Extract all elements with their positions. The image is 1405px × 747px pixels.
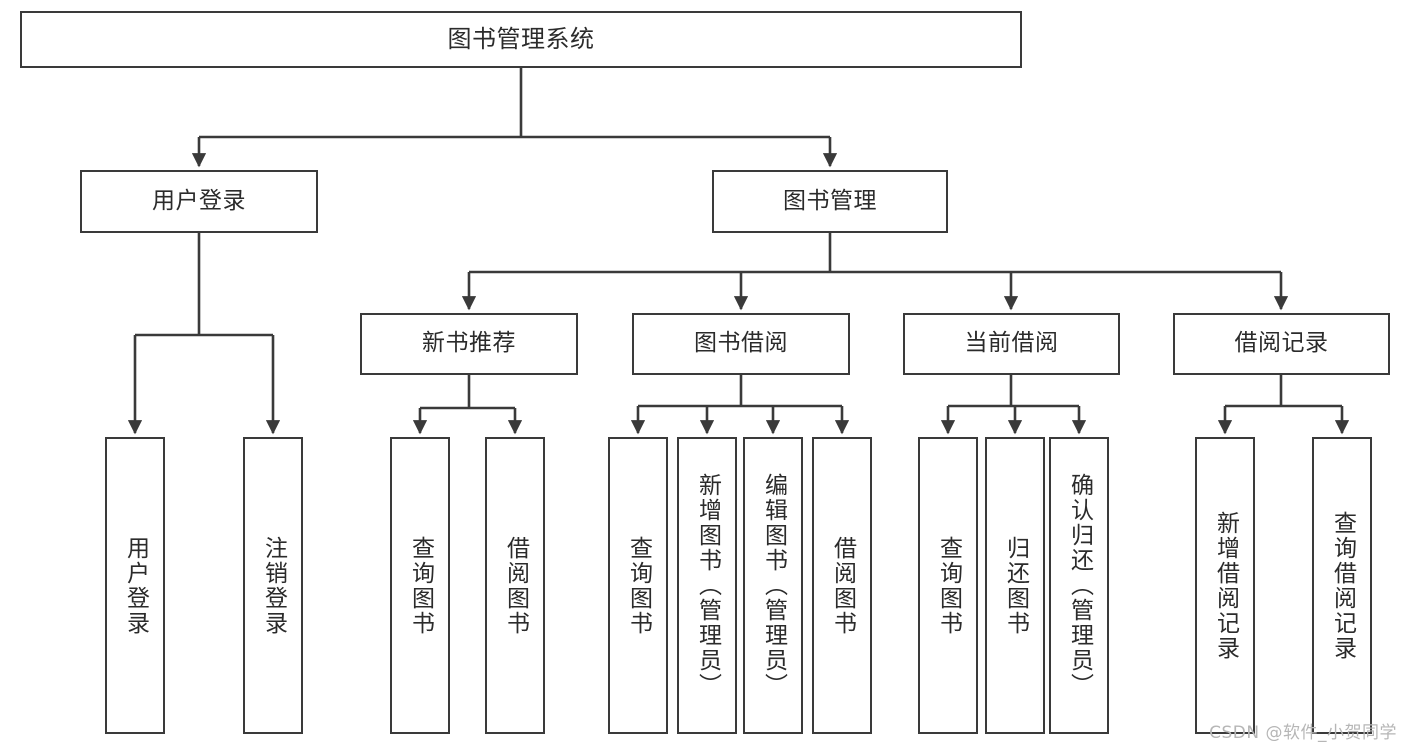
node-label: 归还图书 xyxy=(1002,535,1029,636)
node-label: 新增借阅记录 xyxy=(1212,510,1239,661)
leaf-query-borrow-record[interactable]: 查询借阅记录 xyxy=(1312,437,1372,734)
node-label: 新书推荐 xyxy=(422,330,516,357)
leaf-add-book-admin[interactable]: 新增图书（管理员） xyxy=(677,437,737,734)
node-borrow-record[interactable]: 借阅记录 xyxy=(1173,313,1390,375)
node-label: 图书借阅 xyxy=(694,330,788,357)
node-label: 图书管理 xyxy=(783,187,877,214)
node-label: 借阅图书 xyxy=(502,535,529,636)
node-label: 新增图书（管理员） xyxy=(694,473,721,698)
watermark: CSDN @软件_小贺同学 xyxy=(1209,723,1397,743)
leaf-user-login[interactable]: 用户登录 xyxy=(105,437,165,734)
node-label: 查询图书 xyxy=(935,535,962,636)
leaf-edit-book-admin[interactable]: 编辑图书（管理员） xyxy=(743,437,803,734)
leaf-confirm-return-admin[interactable]: 确认归还（管理员） xyxy=(1049,437,1109,734)
node-label: 图书管理系统 xyxy=(447,25,595,54)
node-label: 借阅记录 xyxy=(1234,330,1329,357)
leaf-borrow-book-recommendation[interactable]: 借阅图书 xyxy=(485,437,545,734)
leaf-logout[interactable]: 注销登录 xyxy=(243,437,303,734)
node-label: 用户登录 xyxy=(122,535,149,636)
leaf-add-borrow-record[interactable]: 新增借阅记录 xyxy=(1195,437,1255,734)
leaf-query-book-recommendation[interactable]: 查询图书 xyxy=(390,437,450,734)
leaf-query-book-borrow[interactable]: 查询图书 xyxy=(608,437,668,734)
node-user-login[interactable]: 用户登录 xyxy=(80,170,318,233)
leaf-query-book-current[interactable]: 查询图书 xyxy=(918,437,978,734)
node-book-borrow[interactable]: 图书借阅 xyxy=(632,313,850,375)
node-label: 用户登录 xyxy=(152,187,246,214)
leaf-borrow-book[interactable]: 借阅图书 xyxy=(812,437,872,734)
node-book-management[interactable]: 图书管理 xyxy=(712,170,948,233)
node-current-borrow[interactable]: 当前借阅 xyxy=(903,313,1120,375)
node-book-management-system[interactable]: 图书管理系统 xyxy=(20,11,1022,68)
node-label: 注销登录 xyxy=(260,535,287,636)
node-label: 查询图书 xyxy=(625,535,652,636)
node-label: 编辑图书（管理员） xyxy=(760,473,787,698)
node-label: 查询借阅记录 xyxy=(1329,510,1356,661)
node-label: 确认归还（管理员） xyxy=(1066,473,1093,698)
node-label: 借阅图书 xyxy=(829,535,856,636)
node-label: 当前借阅 xyxy=(964,330,1059,357)
leaf-return-book[interactable]: 归还图书 xyxy=(985,437,1045,734)
node-new-book-recommendation[interactable]: 新书推荐 xyxy=(360,313,578,375)
node-label: 查询图书 xyxy=(407,535,434,636)
